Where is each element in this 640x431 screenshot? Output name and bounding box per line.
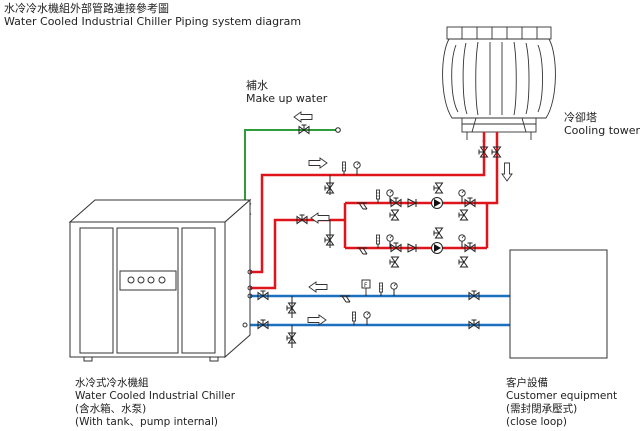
thermometer-icon xyxy=(375,189,381,204)
customer-note-zh: (需封閉承壓式) xyxy=(506,403,578,415)
flow-arrow-icon xyxy=(308,157,328,169)
thermometer-icon xyxy=(341,161,347,176)
chilled-loop xyxy=(250,294,510,327)
thermometer-icon xyxy=(378,282,384,297)
title-zh: 水冷冷水機組外部管路連接參考圖 xyxy=(4,2,169,15)
valve-icon xyxy=(389,256,399,268)
pressure-gauge-icon xyxy=(386,189,394,204)
pressure-gauge-icon xyxy=(458,234,466,249)
valve-icon xyxy=(433,182,443,194)
flow-arrow-icon xyxy=(293,111,313,123)
chiller-label-en: Water Cooled Industrial Chiller xyxy=(75,390,236,402)
pressure-gauge-icon xyxy=(390,282,398,297)
flow-switch-icon: F xyxy=(361,279,371,296)
valve-icon xyxy=(286,302,296,314)
pump-icon xyxy=(431,197,443,209)
valve-icon xyxy=(433,227,443,239)
condenser-loop xyxy=(250,140,499,290)
flow-arrow-icon xyxy=(501,162,513,182)
thermometer-icon xyxy=(375,234,381,249)
flow-arrow-icon xyxy=(310,212,330,224)
customer-label-en: Customer equipment xyxy=(506,390,618,402)
makeup-inlet xyxy=(335,127,341,133)
cooling-tower xyxy=(442,26,556,140)
pressure-gauge-icon xyxy=(386,234,394,249)
chiller-note-en: (With tank、pump internal) xyxy=(75,416,218,428)
tower-label-zh: 冷卻塔 xyxy=(564,111,597,124)
tower-label-en: Cooling tower xyxy=(564,124,640,137)
title-en: Water Cooled Industrial Chiller Piping s… xyxy=(4,15,302,28)
makeup-label-en: Make up water xyxy=(246,92,328,105)
chiller-note-zh: (含水箱、水泵) xyxy=(75,403,147,415)
customer-equipment xyxy=(509,249,608,359)
chiller-label-zh: 水冷式冷水機組 xyxy=(75,377,149,389)
pump-icon xyxy=(431,242,443,254)
svg-text:F: F xyxy=(364,282,368,289)
flow-arrow-icon xyxy=(307,314,327,326)
makeup-label-zh: 補水 xyxy=(246,79,268,92)
customer-label-zh: 客户設備 xyxy=(506,377,548,389)
valve-icon xyxy=(458,209,468,221)
valve-icon xyxy=(286,332,296,344)
valve-icon xyxy=(324,234,334,246)
water-cooled-chiller xyxy=(68,198,252,362)
pressure-gauge-icon xyxy=(363,311,371,326)
valve-icon xyxy=(324,182,334,194)
customer-note-en: (close loop) xyxy=(506,416,568,428)
flow-arrow-icon xyxy=(308,281,328,293)
pressure-gauge-icon xyxy=(458,189,466,204)
thermometer-icon xyxy=(351,311,357,326)
pressure-gauge-icon xyxy=(353,161,361,176)
makeup-water-line xyxy=(244,129,337,205)
valve-icon xyxy=(389,209,399,221)
valve-icon xyxy=(458,256,468,268)
